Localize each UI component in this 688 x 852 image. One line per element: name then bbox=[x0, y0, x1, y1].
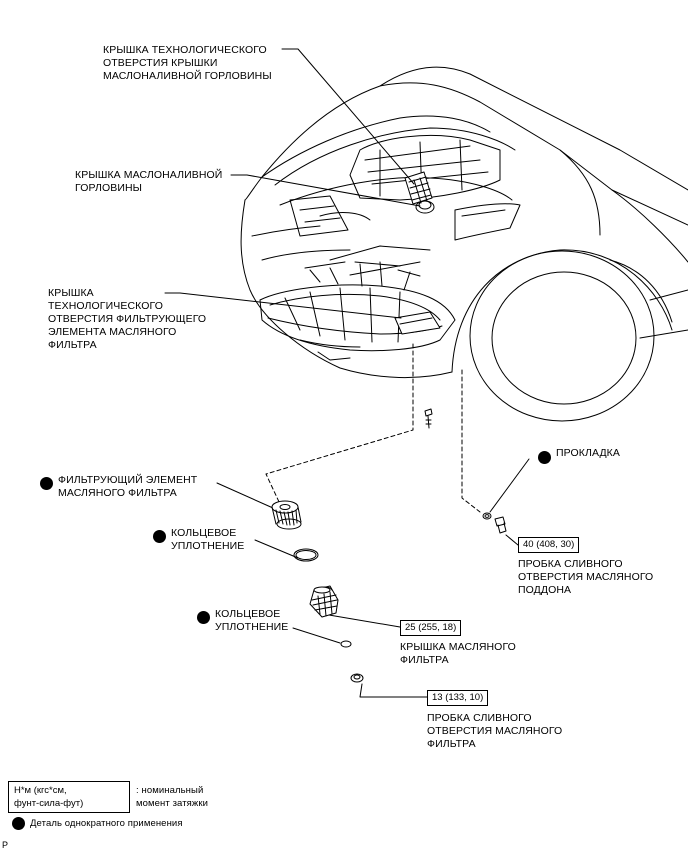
legend-unit-description: : номинальный момент затяжки bbox=[136, 785, 209, 809]
oil-filter-drain-plug-shape bbox=[350, 673, 364, 683]
label-gasket: ПРОКЛАДКА bbox=[556, 447, 620, 459]
oil-filler-service-cover bbox=[404, 171, 433, 205]
dashed-leaders bbox=[265, 343, 481, 513]
leader-lines bbox=[164, 48, 530, 698]
legend-unit-box: Н*м (кгс*см, фунт-сила-фут) bbox=[8, 781, 130, 813]
o-ring-1-shape bbox=[293, 548, 319, 562]
non-reusable-marker-filter-element bbox=[40, 477, 53, 490]
legend-non-reusable-text: Деталь однократного применения bbox=[30, 818, 183, 829]
label-o-ring-2: КОЛЬЦЕВОЕ УПЛОТНЕНИЕ bbox=[215, 608, 289, 633]
torque-oil-filter-cap: 25 (255, 18) bbox=[400, 620, 462, 636]
non-reusable-marker-o-ring-2 bbox=[197, 611, 210, 624]
non-reusable-marker-o-ring-1 bbox=[153, 530, 166, 543]
legend-non-reusable-dot bbox=[12, 817, 25, 830]
torque-oil-filter-drain-plug: 13 (133, 10) bbox=[427, 690, 489, 706]
label-oil-pan-drain-plug: ПРОБКА СЛИВНОГО ОТВЕРСТИЯ МАСЛЯНОГО ПОДД… bbox=[518, 558, 654, 596]
label-oil-filter-element-service-hole-cover: КРЫШКА ТЕХНОЛОГИЧЕСКОГО ОТВЕРСТИЯ ФИЛЬТР… bbox=[48, 287, 207, 351]
engine-under-cover bbox=[259, 261, 456, 361]
oil-filter-element bbox=[271, 500, 302, 530]
oil-filter-cap-shape bbox=[309, 585, 339, 618]
car-body bbox=[240, 66, 688, 422]
label-oil-filler-service-hole-cover: КРЫШКА ТЕХНОЛОГИЧЕСКОГО ОТВЕРСТИЯ КРЫШКИ… bbox=[103, 44, 272, 82]
label-oil-filter-cap: КРЫШКА МАСЛЯНОГО ФИЛЬТРА bbox=[400, 641, 516, 666]
non-reusable-marker-gasket bbox=[538, 451, 551, 464]
o-ring-2-shape bbox=[340, 640, 352, 648]
oil-pan-drain-plug-shape bbox=[482, 512, 507, 534]
label-oil-filter-element: ФИЛЬТРУЮЩИЙ ЭЛЕМЕНТ МАСЛЯНОГО ФИЛЬТРА bbox=[58, 474, 198, 499]
torque-oil-pan-drain-plug: 40 (408, 30) bbox=[518, 537, 580, 553]
engine-bay bbox=[274, 127, 516, 276]
under-cover-bolt bbox=[424, 408, 433, 429]
label-oil-filler-cap: КРЫШКА МАСЛОНАЛИВНОЙ ГОРЛОВИНЫ bbox=[75, 169, 223, 194]
label-o-ring-1: КОЛЬЦЕВОЕ УПЛОТНЕНИЕ bbox=[171, 527, 245, 552]
label-oil-filter-drain-plug: ПРОБКА СЛИВНОГО ОТВЕРСТИЯ МАСЛЯНОГО ФИЛЬ… bbox=[427, 712, 563, 750]
corner-mark: P bbox=[2, 840, 9, 850]
